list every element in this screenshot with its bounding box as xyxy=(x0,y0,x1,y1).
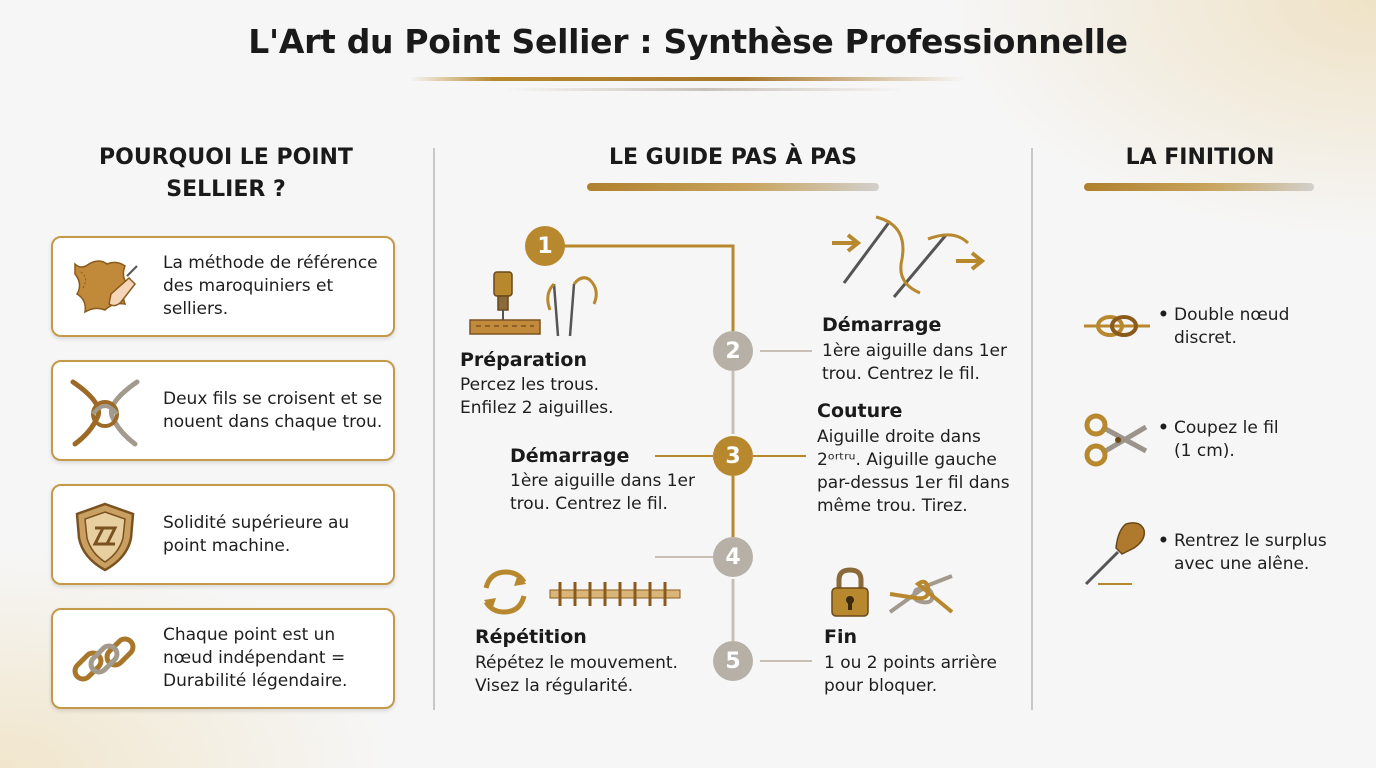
reason-text: Solidité supérieure au point machine. xyxy=(163,512,350,556)
finishing-text: Double nœud discret. xyxy=(1174,304,1374,350)
finishing-text: Coupez le fil (1 cm). xyxy=(1174,417,1374,463)
reason-card-crossing: Deux fils se croisent et se nouent dans … xyxy=(51,360,395,461)
chain-links-icon xyxy=(67,622,143,698)
reason-card-durability: Chaque point est un nœud indépendant = D… xyxy=(51,608,395,709)
title-underline-secondary xyxy=(505,88,905,91)
step-line: 1ère aiguille dans 1er xyxy=(510,471,695,491)
step-line: trou. Centrez le fil. xyxy=(510,494,668,514)
lock-icon xyxy=(830,566,870,622)
awl-icon xyxy=(1082,518,1150,594)
finishing-line: discret. xyxy=(1174,328,1237,348)
step-title: Démarrage xyxy=(510,445,630,467)
knot-icon xyxy=(888,572,954,622)
knot-icon xyxy=(1084,308,1150,348)
middle-column-title: LE GUIDE PAS À PAS xyxy=(608,145,858,170)
finishing-text: Rentrez le surplus avec une alêne. xyxy=(1174,530,1374,576)
step-title: Couture xyxy=(817,400,903,422)
step-title: Répétition xyxy=(475,626,587,648)
finishing-line: Rentrez le surplus xyxy=(1174,531,1327,551)
reason-text: La méthode de référence des maroquiniers… xyxy=(163,253,378,319)
step-line: même trou. Tirez. xyxy=(817,496,968,516)
reason-card-reference: La méthode de référence des maroquiniers… xyxy=(51,236,395,337)
shield-icon xyxy=(67,498,143,574)
right-title-underline xyxy=(1084,183,1314,191)
bullet: • xyxy=(1158,418,1169,438)
step-line: 1 ou 2 points arrière xyxy=(824,653,997,673)
scissors-icon xyxy=(1084,413,1148,471)
step-text: 1ère aiguille dans 1er trou. Centrez le … xyxy=(510,470,695,516)
step-text: 1 ou 2 points arrière pour bloquer. xyxy=(824,652,997,698)
step-line: Percez les trous. xyxy=(460,375,600,395)
page-title: L'Art du Point Sellier : Synthèse Profes… xyxy=(248,22,1128,61)
step-title: Préparation xyxy=(460,349,587,371)
reason-text: Deux fils se croisent et se nouent dans … xyxy=(163,388,383,432)
step-title: Fin xyxy=(824,626,858,648)
finishing-line: Coupez le fil xyxy=(1174,418,1279,438)
reason-text: Chaque point est un nœud indépendant = D… xyxy=(163,625,348,691)
needles-arrows-icon xyxy=(830,213,990,303)
step-text: Répétez le mouvement. Visez la régularit… xyxy=(475,652,678,698)
step-line: trou. Centrez le fil. xyxy=(822,364,980,384)
step-number-1: 1 xyxy=(525,226,565,266)
column-divider-right xyxy=(1031,148,1033,710)
step-line: par-dessus 1er fil dans xyxy=(817,473,1010,493)
bullet: • xyxy=(1158,305,1169,325)
awl-punch-needles-icon xyxy=(469,270,610,346)
bullet: • xyxy=(1158,531,1169,551)
step-text: Percez les trous. Enfilez 2 aiguilles. xyxy=(460,374,614,420)
step-line: 2ᵒʳᵗʳᵘ. Aiguille gauche xyxy=(817,450,997,470)
step-title: Démarrage xyxy=(822,314,942,336)
step-line: Enfilez 2 aiguilles. xyxy=(460,398,614,418)
reason-card-strength: Solidité supérieure au point machine. xyxy=(51,484,395,585)
step-line: pour bloquer. xyxy=(824,676,938,696)
leather-hand-icon xyxy=(67,250,143,326)
step-text: Aiguille droite dans 2ᵒʳᵗʳᵘ. Aiguille ga… xyxy=(817,426,1010,518)
step-line: Aiguille droite dans xyxy=(817,427,981,447)
left-column-title: POURQUOI LE POINT SELLIER ? xyxy=(99,145,353,202)
step-number-4: 4 xyxy=(713,537,753,577)
step-text: 1ère aiguille dans 1er trou. Centrez le … xyxy=(822,340,1007,386)
step-number-2: 2 xyxy=(713,331,753,371)
right-column-title: LA FINITION xyxy=(1125,145,1275,170)
step-line: Visez la régularité. xyxy=(475,676,634,696)
stitch-row-icon xyxy=(549,580,681,612)
step-number-3: 3 xyxy=(713,436,753,476)
middle-title-underline xyxy=(587,183,879,191)
finishing-line: avec une alêne. xyxy=(1174,554,1310,574)
crossed-threads-knot-icon xyxy=(67,374,143,450)
title-underline xyxy=(410,77,965,81)
column-divider-left xyxy=(433,148,435,710)
step-line: Répétez le mouvement. xyxy=(475,653,678,673)
repeat-arrows-icon xyxy=(478,566,532,622)
step-line: 1ère aiguille dans 1er xyxy=(822,341,1007,361)
finishing-line: Double nœud xyxy=(1174,305,1290,325)
step-number-5: 5 xyxy=(713,641,753,681)
finishing-line: (1 cm). xyxy=(1174,441,1235,461)
